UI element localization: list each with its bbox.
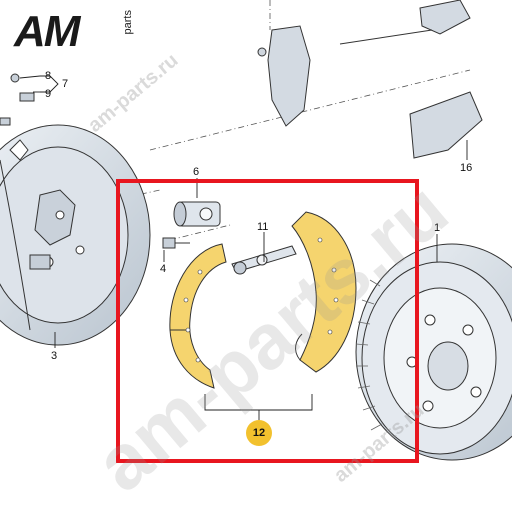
bolt (162, 237, 190, 249)
wheel-cylinder (173, 201, 221, 227)
drum-fins (355, 279, 383, 431)
callout-1: 1 (434, 222, 441, 234)
callout-4: 4 (160, 263, 167, 275)
brake-shoes (169, 211, 357, 389)
highlight-frame (116, 179, 419, 463)
backing-plate (0, 124, 151, 346)
callout-8: 8 (45, 70, 52, 82)
callout-11: 11 (257, 221, 269, 233)
leader-lines (19, 75, 468, 420)
small-fittings (0, 73, 35, 126)
callout-3: 3 (51, 350, 58, 362)
bracket-assembly (257, 0, 483, 159)
callout-9: 9 (45, 88, 52, 100)
callout-6: 6 (193, 166, 200, 178)
logo-sub-text: parts (122, 10, 134, 35)
brake-drum (355, 243, 512, 461)
brand-logo: AM parts (14, 8, 144, 58)
callout-16: 16 (460, 162, 473, 174)
callout-7: 7 (62, 78, 69, 90)
callout-12-badge: 12 (246, 420, 272, 446)
logo-main-text: AM (14, 7, 80, 56)
